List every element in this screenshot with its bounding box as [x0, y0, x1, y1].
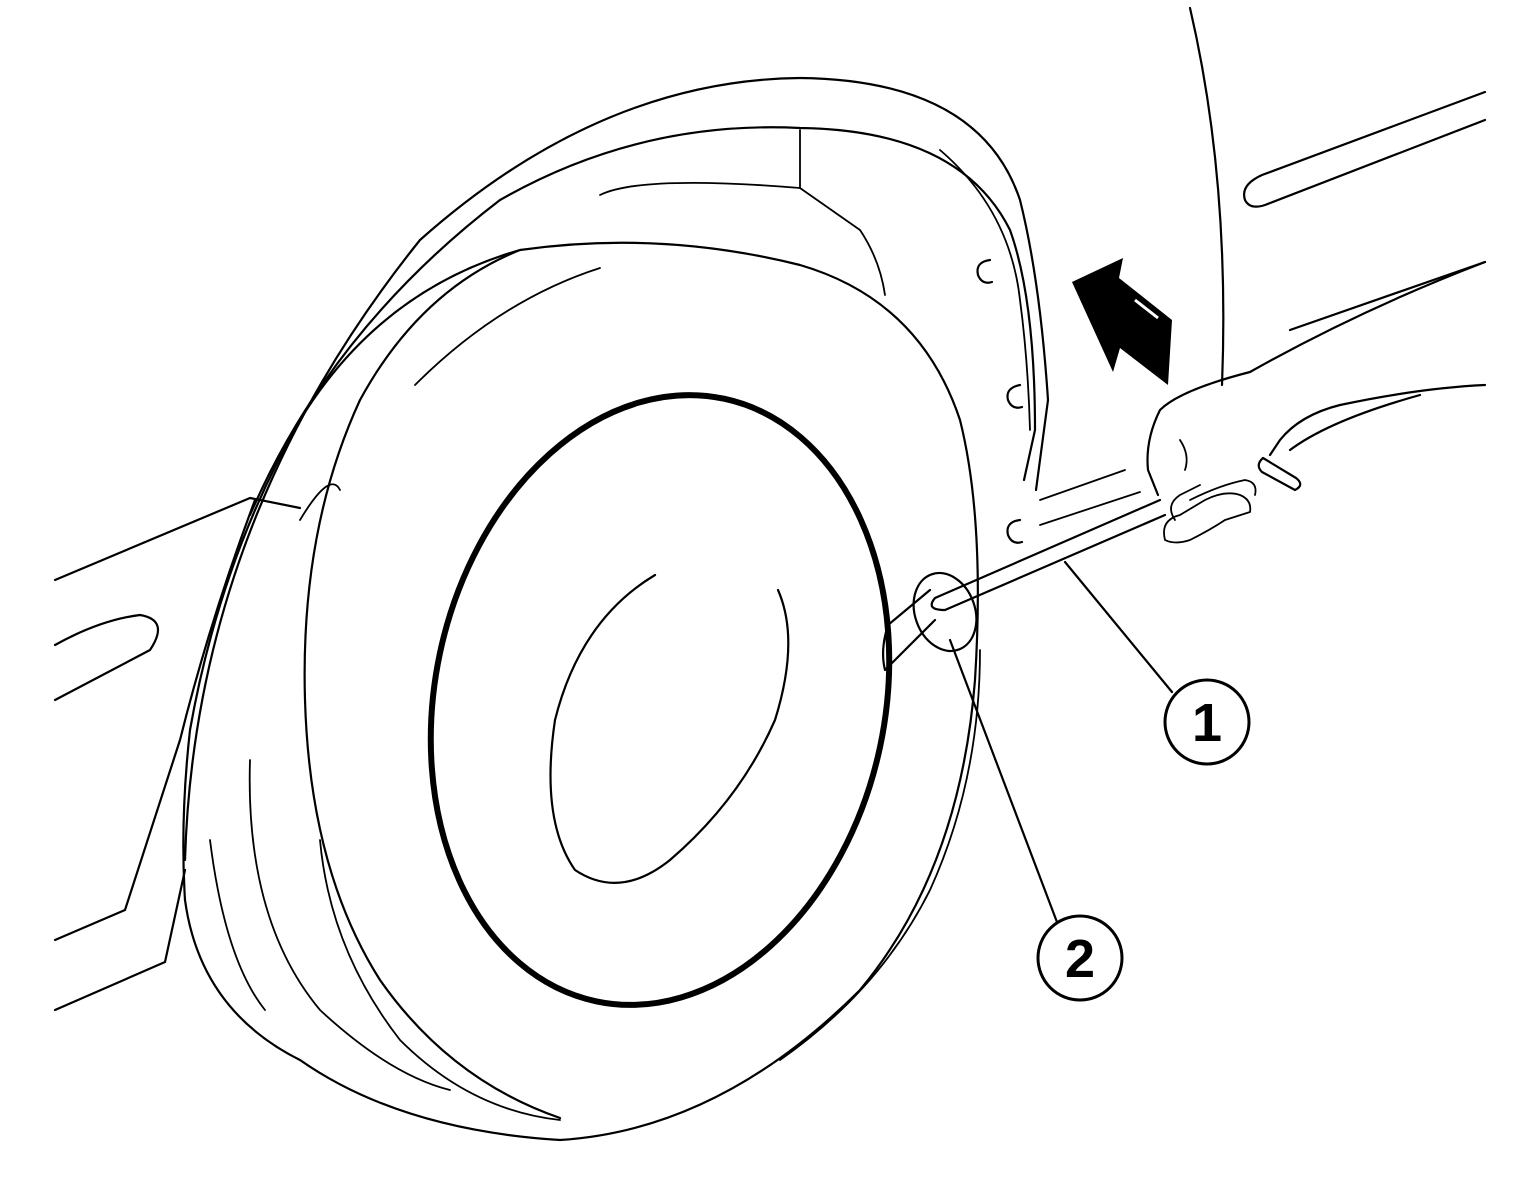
callout-2: 2 — [1036, 914, 1124, 1002]
callout-1-label: 1 — [1192, 693, 1222, 753]
clip-icon — [1006, 383, 1024, 409]
callout-2-label: 2 — [1065, 929, 1095, 989]
clip-highlight — [912, 571, 978, 653]
wheel-rim — [427, 392, 893, 1008]
leader-lines — [948, 560, 1174, 932]
wheel-hub — [549, 573, 790, 884]
liner-clips — [976, 258, 1024, 544]
tire — [182, 241, 981, 1142]
pry-tool — [881, 456, 1302, 672]
car-body-left — [53, 496, 302, 1012]
leader-line-1 — [1063, 560, 1174, 694]
leader-line-2 — [948, 638, 1062, 932]
arrow-up-left-icon — [1072, 258, 1172, 385]
clip-icon — [976, 258, 994, 284]
callout-1: 1 — [1163, 678, 1251, 766]
clip-icon — [1006, 518, 1024, 544]
wheel-arch — [183, 76, 1050, 862]
hand — [1146, 260, 1487, 544]
car-body-right — [1188, 6, 1487, 387]
